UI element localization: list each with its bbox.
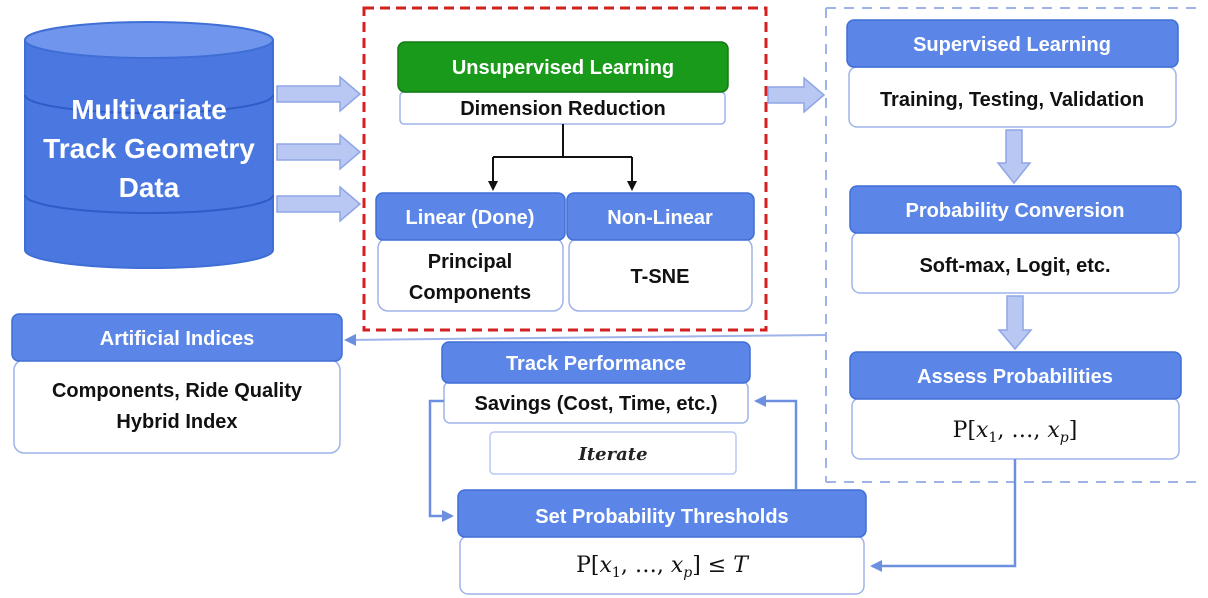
artificial-indices-header: [11, 313, 343, 362]
thresholds-to-track-performance-connector: [754, 395, 798, 490]
data-flow-arrow-1: [276, 75, 362, 113]
thresholds-header: [457, 489, 867, 538]
linear-body-line-1: Principal: [428, 251, 512, 273]
down-arrow-2: [997, 295, 1033, 351]
linear-header: [375, 192, 566, 241]
supervised-body: Training, Testing, Validation: [880, 89, 1144, 111]
database-icon: [24, 21, 274, 269]
nonlinear-body: T-SNE: [631, 266, 690, 288]
data-flow-arrow-2: [276, 133, 362, 171]
track-performance-to-thresholds-connector: [428, 399, 454, 522]
assess-header: [849, 351, 1182, 400]
thresholds-formula: P[x1, …, xp] ≤ T: [576, 553, 750, 581]
to-supervised-arrow: [767, 76, 826, 114]
artificial-indices-body-box: [13, 359, 341, 454]
probability-conversion-body: Soft-max, Logit, etc.: [919, 255, 1110, 277]
track-performance-body: Savings (Cost, Time, etc.): [474, 393, 717, 415]
nonlinear-header: [566, 192, 755, 241]
unsupervised-subtitle: Dimension Reduction: [460, 98, 666, 120]
tree-connector-stem: [493, 124, 632, 158]
data-flow-arrow-3: [276, 185, 362, 223]
assess-to-thresholds-connector: [870, 459, 1017, 572]
thresholds-title: Set Probability Thresholds: [535, 506, 788, 528]
data-source-line-2: Track Geometry: [43, 133, 255, 164]
unsupervised-header: [397, 41, 729, 93]
track-performance-header: [441, 341, 751, 384]
artificial-indices-body-line-2: Hybrid Index: [116, 411, 237, 433]
supervised-title: Supervised Learning: [913, 34, 1111, 56]
linear-title: Linear (Done): [406, 207, 535, 229]
unsupervised-group-frame: [362, 6, 768, 332]
data-source-line-3: Data: [119, 172, 180, 203]
iterate-label: Iterate: [577, 444, 647, 465]
data-source-line-1: Multivariate: [71, 94, 227, 125]
linear-body-line-2: Components: [409, 282, 531, 304]
probability-conversion-header: [849, 185, 1182, 234]
to-artificial-indices-arrow: [344, 333, 827, 346]
assess-formula: P[x1, …, xp]: [953, 418, 1078, 446]
artificial-indices-title: Artificial Indices: [100, 328, 255, 350]
track-performance-title: Track Performance: [506, 353, 686, 375]
down-arrow-1: [996, 129, 1032, 185]
supervised-header: [846, 19, 1179, 68]
assess-title: Assess Probabilities: [917, 366, 1113, 388]
unsupervised-title: Unsupervised Learning: [452, 57, 674, 79]
probability-conversion-title: Probability Conversion: [906, 200, 1125, 222]
iterate-box: [489, 431, 737, 475]
nonlinear-title: Non-Linear: [607, 207, 713, 229]
artificial-indices-body-line-1: Components, Ride Quality: [52, 380, 303, 402]
